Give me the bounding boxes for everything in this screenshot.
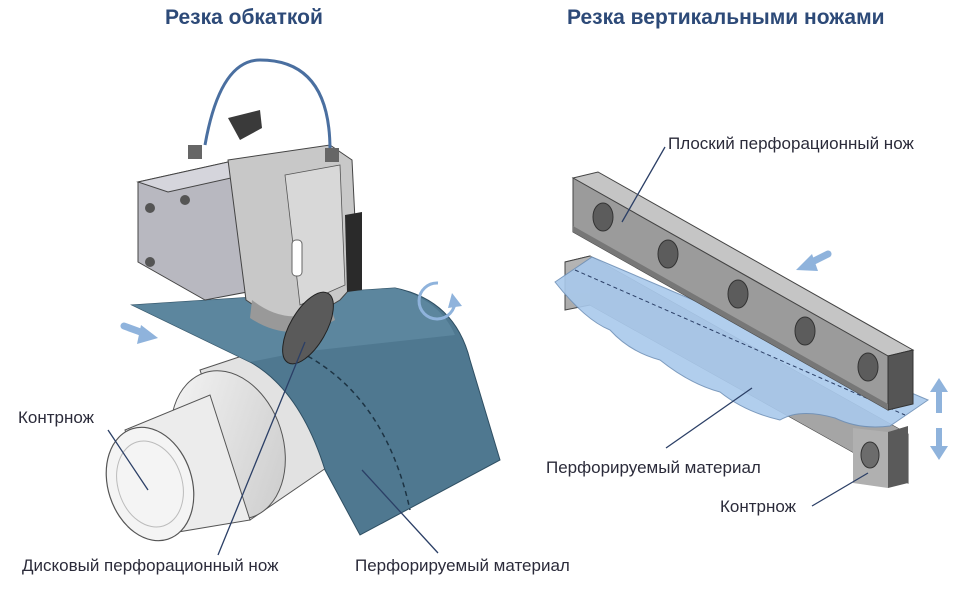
label-counter-knife-left: Контрнож xyxy=(18,408,95,427)
left-title: Резка обкаткой xyxy=(165,6,323,29)
label-disc-knife: Дисковый перфорационный нож xyxy=(22,556,279,575)
roll-cutting-assembly xyxy=(105,58,501,542)
label-material-left: Перфорируемый материал xyxy=(355,556,570,575)
vertical-motion-arrow-icon xyxy=(930,378,948,460)
leader-lines xyxy=(107,146,869,556)
right-title: Резка вертикальными ножами xyxy=(567,6,885,29)
perforated-film xyxy=(554,256,930,428)
vertical-knives-assembly xyxy=(554,171,948,488)
feed-arrow-icon xyxy=(120,322,158,344)
label-flat-knife: Плоский перфорационный нож xyxy=(668,134,914,153)
rotation-arrow-icon xyxy=(417,281,462,321)
label-counter-knife-right: Контрнож xyxy=(720,497,797,516)
flat-knife xyxy=(571,171,915,411)
cutter-head xyxy=(136,58,362,365)
label-material-right: Перфорируемый материал xyxy=(546,458,761,477)
feed-arrow-icon xyxy=(796,250,832,271)
